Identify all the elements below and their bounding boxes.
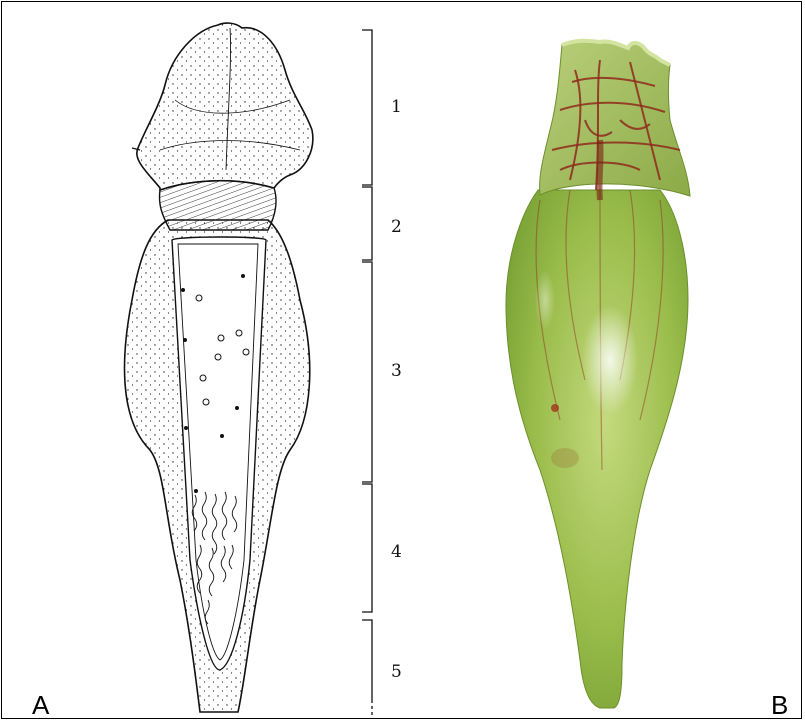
pitcher-photo-b bbox=[506, 41, 690, 708]
zone-label-3: 3 bbox=[391, 363, 402, 380]
zone-label-2: 2 bbox=[391, 219, 402, 236]
zone-label-4: 4 bbox=[391, 544, 402, 561]
drawing-a bbox=[125, 23, 313, 712]
zone-brackets bbox=[362, 30, 372, 715]
drawing-hood bbox=[137, 23, 313, 190]
zone-label-5: 5 bbox=[391, 664, 402, 681]
panel-label-a: A bbox=[32, 692, 49, 718]
drawing-collar bbox=[159, 181, 276, 230]
panel-label-b: B bbox=[771, 692, 788, 718]
zone-label-1: 1 bbox=[391, 99, 402, 116]
photo-pitcher-body bbox=[506, 190, 688, 708]
